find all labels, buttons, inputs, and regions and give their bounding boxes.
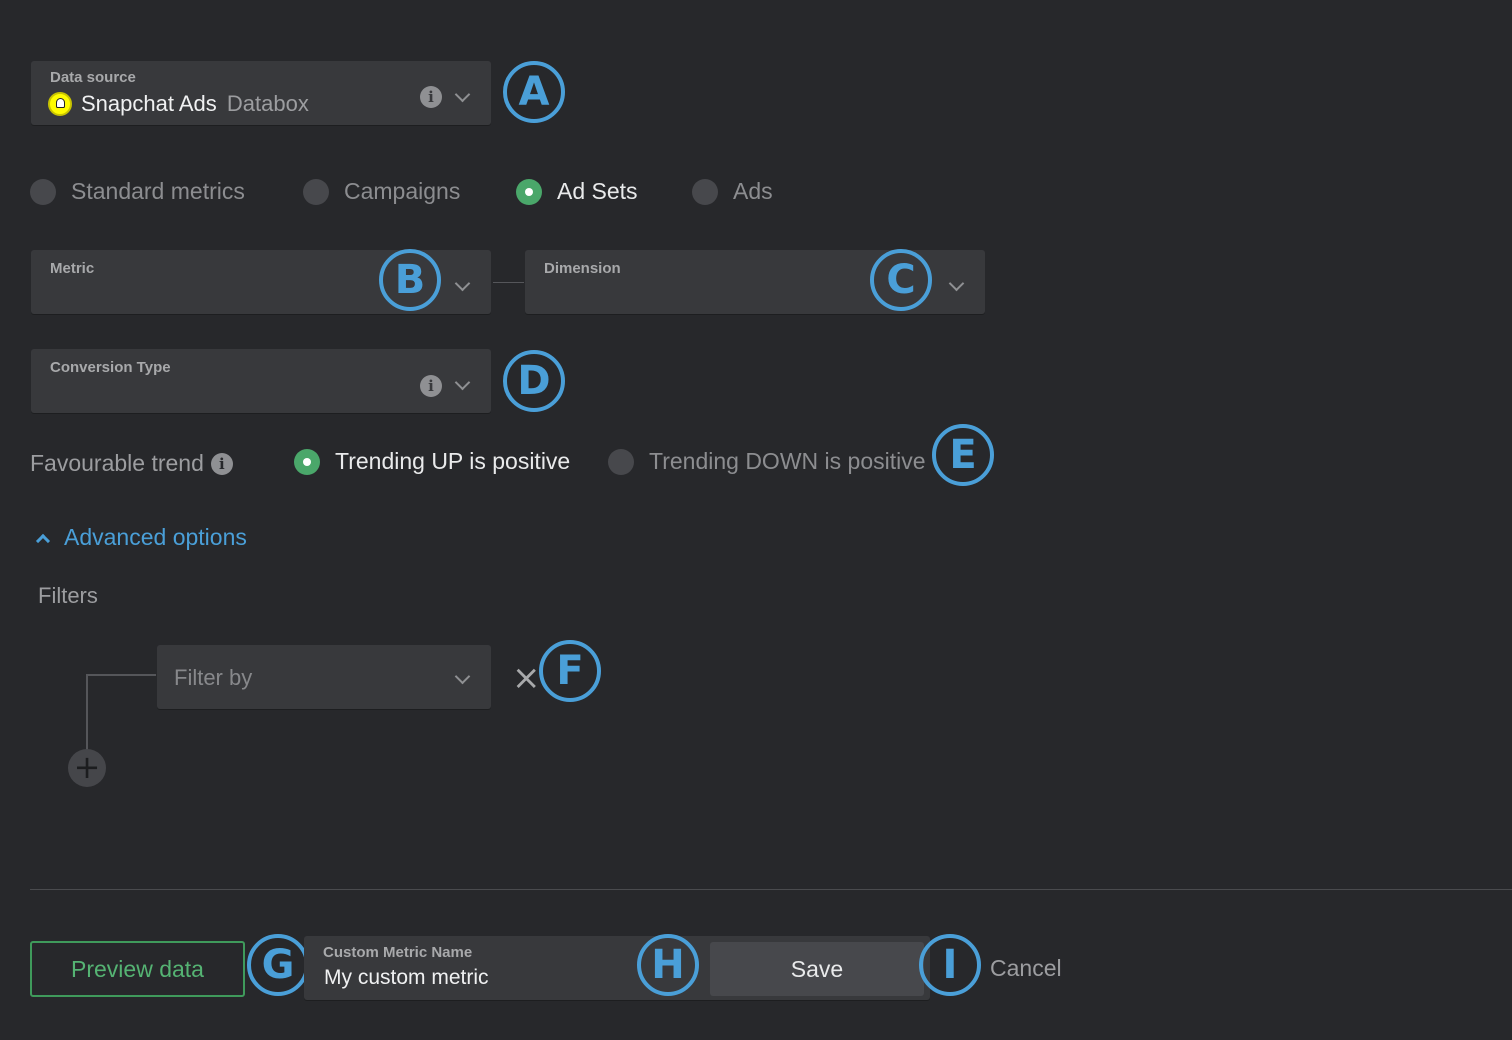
tab-ads-label: Ads — [733, 178, 773, 204]
tab-standard-metrics[interactable]: Standard metrics — [30, 178, 245, 205]
tab-ad-sets[interactable]: Ad Sets — [516, 178, 638, 205]
advanced-options-label: Advanced options — [64, 524, 247, 550]
chevron-down-icon — [454, 86, 471, 103]
field-connector-line — [493, 282, 524, 283]
callout-badge-b: B — [379, 249, 441, 311]
filter-tree-vertical-line — [86, 674, 88, 754]
radio-trend-down[interactable] — [608, 448, 634, 475]
callout-badge-d: D — [503, 350, 565, 412]
info-icon[interactable]: i — [210, 452, 233, 475]
filter-by-placeholder: Filter by — [174, 665, 253, 690]
data-source-label: Data source — [50, 69, 136, 86]
metric-label: Metric — [50, 260, 95, 277]
tab-ad-sets-label: Ad Sets — [557, 178, 638, 204]
data-source-account: Databox — [226, 91, 309, 116]
radio-ads[interactable] — [692, 178, 718, 205]
snapchat-ghost-icon — [48, 92, 72, 116]
tab-standard-metrics-label: Standard metrics — [71, 178, 245, 204]
callout-badge-c: C — [870, 249, 932, 311]
add-filter-button[interactable]: + — [68, 749, 106, 787]
callout-badge-f: F — [539, 640, 601, 702]
plus-icon: + — [73, 748, 101, 786]
radio-standard-metrics[interactable] — [30, 178, 56, 205]
chevron-down-icon — [454, 275, 471, 292]
trend-up-option[interactable]: Trending UP is positive — [294, 448, 570, 475]
tab-campaigns[interactable]: Campaigns — [303, 178, 460, 205]
info-icon[interactable]: i — [420, 375, 442, 397]
filter-by-select[interactable]: Filter by — [157, 645, 491, 709]
chevron-down-icon — [454, 668, 471, 685]
radio-campaigns[interactable] — [303, 178, 329, 205]
tab-campaigns-label: Campaigns — [344, 178, 461, 204]
save-button[interactable]: Save — [710, 942, 924, 996]
favourable-trend-label: Favourable trend — [30, 450, 204, 476]
radio-trend-up[interactable] — [294, 448, 320, 475]
dimension-label: Dimension — [544, 260, 621, 277]
remove-filter-icon[interactable]: × — [512, 658, 541, 698]
tab-ads[interactable]: Ads — [692, 178, 773, 205]
callout-badge-i: I — [919, 934, 981, 996]
footer-divider — [30, 889, 1512, 890]
favourable-trend: Favourable trend i — [30, 450, 233, 477]
data-source-select[interactable]: Data source Snapchat Ads Databox i — [31, 61, 491, 125]
custom-metric-name-input[interactable]: My custom metric — [324, 966, 489, 989]
callout-badge-g: G — [247, 934, 309, 996]
conversion-type-label: Conversion Type — [50, 359, 171, 376]
info-icon[interactable]: i — [420, 86, 442, 108]
filter-tree-horizontal-line — [86, 674, 156, 676]
chevron-down-icon — [454, 374, 471, 391]
custom-metric-name-label: Custom Metric Name — [323, 944, 473, 961]
conversion-type-select[interactable]: Conversion Type i — [31, 349, 491, 413]
callout-badge-h: H — [637, 934, 699, 996]
advanced-options-toggle[interactable]: Advanced options — [35, 524, 247, 551]
radio-ad-sets[interactable] — [516, 178, 542, 205]
trend-down-label: Trending DOWN is positive — [649, 448, 926, 474]
callout-badge-e: E — [932, 424, 994, 486]
trend-up-label: Trending UP is positive — [335, 448, 571, 474]
chevron-down-icon — [948, 275, 965, 292]
preview-data-button[interactable]: Preview data — [30, 941, 245, 997]
callout-badge-a: A — [503, 61, 565, 123]
data-source-name: Snapchat Ads — [81, 91, 217, 116]
chevron-up-icon — [35, 533, 51, 548]
cancel-link[interactable]: Cancel — [990, 955, 1062, 981]
filters-heading: Filters — [38, 583, 98, 608]
trend-down-option[interactable]: Trending DOWN is positive — [608, 448, 926, 475]
